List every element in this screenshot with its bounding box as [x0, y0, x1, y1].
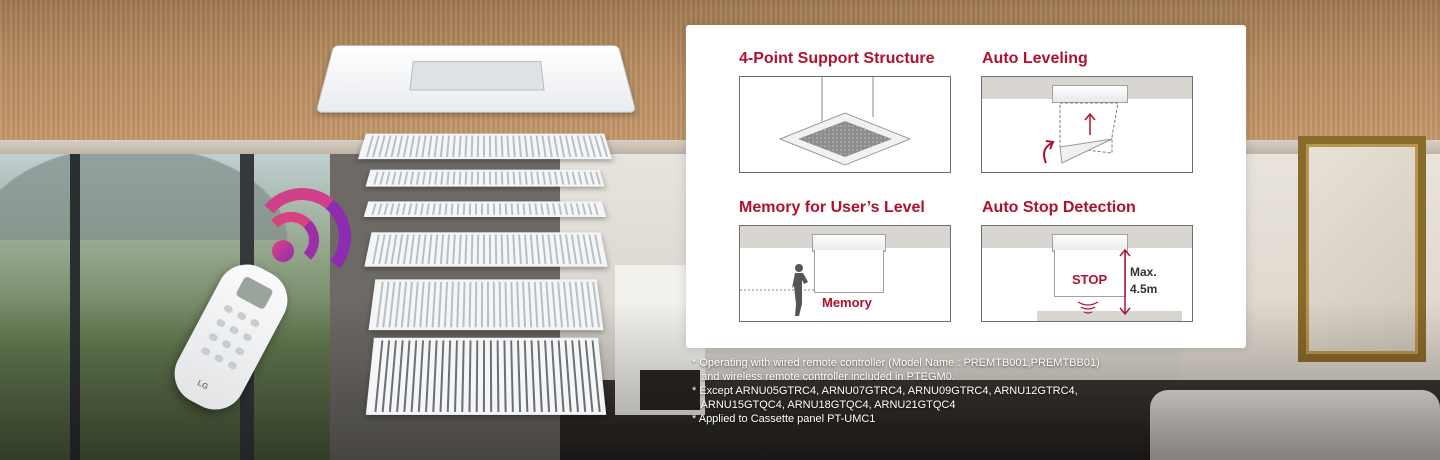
memory-diagram [740, 264, 814, 316]
remote-button [234, 346, 246, 357]
feature-title: Auto Stop Detection [982, 199, 1136, 216]
person-icon [792, 264, 808, 316]
feature-illustration-memory: Memory [739, 225, 951, 322]
wifi-dot [272, 240, 294, 262]
filter-layer [363, 201, 607, 217]
curved-arrow-icon [1043, 140, 1055, 164]
remote-button [207, 332, 219, 343]
remote-button [200, 346, 212, 357]
wifi-signal-icon [248, 183, 356, 291]
wall-mirror [1298, 136, 1426, 362]
remote-button [241, 331, 253, 343]
remote-button [226, 360, 238, 371]
front-panel [365, 337, 607, 415]
remote-brand-logo: LG [195, 378, 210, 392]
wifi-arc [263, 212, 319, 268]
remote-button [215, 317, 227, 329]
footnotes: * Operating with wired remote controller… [692, 356, 1172, 426]
feature-illustration-auto-leveling [981, 76, 1193, 173]
stop-label: STOP [1072, 272, 1108, 287]
feature-card: 4-Point Support Structure Auto Leveling [686, 25, 1246, 348]
feature-title: Auto Leveling [982, 50, 1088, 67]
max-label: Max. [1130, 265, 1157, 279]
support-structure-diagram [778, 77, 912, 166]
auto-stop-diagram [1077, 248, 1131, 316]
footnote-line: ARNU15GTQC4, ARNU18GTQC4, ARNU21GTQC4 [692, 399, 956, 411]
louver-panel [368, 279, 604, 331]
height-value: 4.5m [1130, 282, 1158, 296]
lowered-panel [814, 250, 884, 293]
max-height-label: Max. 4.5m [1130, 264, 1157, 298]
remote-button [213, 353, 225, 364]
footnote-line: and wireless remote controller included … [692, 371, 955, 383]
feature-illustration-auto-stop: STOP Max. 4.5m [981, 225, 1193, 322]
height-arrow-icon [1119, 248, 1131, 316]
window-frame [70, 20, 80, 460]
feature-title: 4-Point Support Structure [739, 50, 935, 67]
footnote-line: * Operating with wired remote controller… [692, 357, 1100, 369]
remote-button [222, 303, 234, 315]
cassette-control-box [409, 61, 545, 91]
remote-button [220, 339, 233, 350]
up-arrow-icon [1084, 112, 1096, 135]
lowered-panel [1054, 250, 1126, 297]
grille-layer [364, 232, 608, 267]
floor-band [1037, 311, 1182, 321]
feature-title: Memory for User’s Level [739, 199, 925, 216]
remote-button [235, 310, 248, 322]
filter-layer [357, 133, 613, 160]
sofa [1150, 390, 1440, 460]
feature-illustration-4-point [739, 76, 951, 173]
sound-wave-icon [1077, 301, 1099, 314]
remote-display [235, 275, 274, 311]
fireplace-opening [640, 370, 700, 410]
filter-layer [365, 169, 605, 187]
memory-label: Memory [822, 295, 872, 310]
leveling-diagram [1043, 102, 1119, 164]
remote-button [228, 324, 240, 336]
remote-button [249, 317, 261, 329]
footnote-line: * Except ARNU05GTRC4, ARNU07GTRC4, ARNU0… [692, 385, 1078, 397]
cassette-body [315, 45, 637, 113]
footnote-line: * Applied to Cassette panel PT-UMC1 [692, 413, 876, 425]
